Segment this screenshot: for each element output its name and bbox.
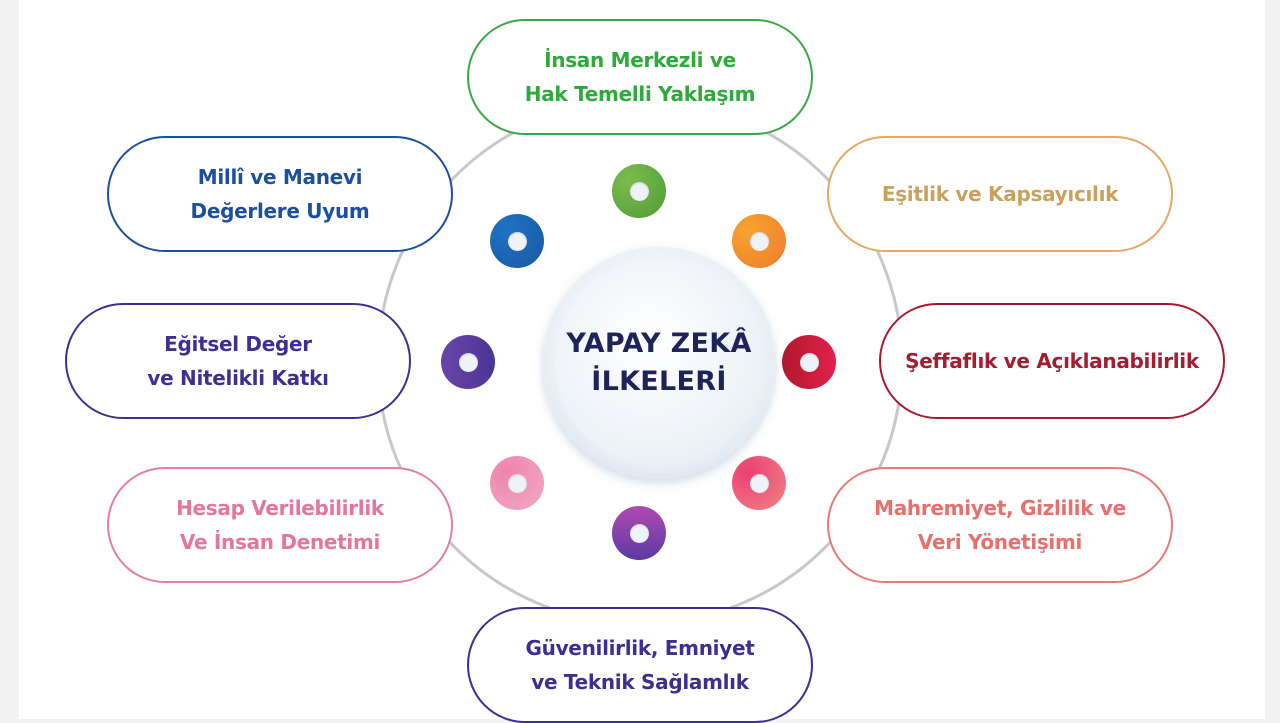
red-ring-marker-icon <box>782 335 836 389</box>
principle-label: Şeffaflık ve Açıklanabilirlik <box>905 349 1199 373</box>
diagram-canvas: İnsan Merkezli ve Hak Temelli Yaklaşım E… <box>19 0 1265 723</box>
principle-reliability: Güvenilirlik, Emniyet ve Teknik Sağlamlı… <box>467 607 813 723</box>
violet-ring-marker-icon <box>441 335 495 389</box>
principle-national-values: Millî ve Manevi Değerlere Uyum <box>107 136 453 252</box>
principle-label: Eğitsel Değer ve Nitelikli Katkı <box>147 332 329 390</box>
principle-accountability: Hesap Verilebilirlik Ve İnsan Denetimi <box>107 467 453 583</box>
orange-ring-marker-icon <box>732 214 786 268</box>
pink-red-ring-marker-icon <box>732 456 786 510</box>
principle-label: Mahremiyet, Gizlilik ve Veri Yönetişimi <box>874 496 1126 554</box>
center-title-line1: YAPAY ZEKÂ <box>566 328 752 359</box>
principle-equality: Eşitlik ve Kapsayıcılık <box>827 136 1173 252</box>
blue-ring-marker-icon <box>490 214 544 268</box>
principle-transparency: Şeffaflık ve Açıklanabilirlik <box>879 303 1225 419</box>
principle-human-centered: İnsan Merkezli ve Hak Temelli Yaklaşım <box>467 19 813 135</box>
green-ring-marker-icon <box>612 164 666 218</box>
light-pink-ring-marker-icon <box>490 456 544 510</box>
principle-label: Millî ve Manevi Değerlere Uyum <box>190 165 370 223</box>
center-hub: YAPAY ZEKÂ İLKELERİ <box>543 247 775 479</box>
principle-label: Güvenilirlik, Emniyet ve Teknik Sağlamlı… <box>525 636 755 694</box>
principle-label: İnsan Merkezli ve Hak Temelli Yaklaşım <box>524 48 756 106</box>
purple-ring-marker-icon <box>612 506 666 560</box>
center-hub-inner: YAPAY ZEKÂ İLKELERİ <box>555 259 763 467</box>
center-title-line2: İLKELERİ <box>591 366 727 397</box>
principle-label: Eşitlik ve Kapsayıcılık <box>881 182 1119 206</box>
principle-educational: Eğitsel Değer ve Nitelikli Katkı <box>65 303 411 419</box>
principle-label: Hesap Verilebilirlik Ve İnsan Denetimi <box>176 496 384 554</box>
principle-privacy: Mahremiyet, Gizlilik ve Veri Yönetişimi <box>827 467 1173 583</box>
